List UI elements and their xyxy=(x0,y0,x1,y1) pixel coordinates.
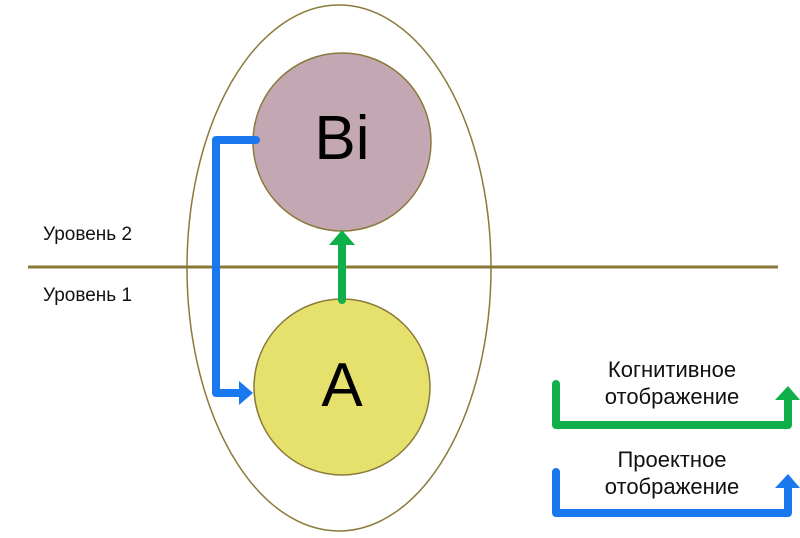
cognitive-arrowhead xyxy=(329,230,355,245)
legend-cognitive-line1: Когнитивное xyxy=(607,357,737,382)
legend-project-line1: Проектное xyxy=(617,447,727,472)
legend-project-line2: отображение xyxy=(604,474,740,499)
project-arrowhead xyxy=(239,381,253,405)
legend-cognitive-arrowhead xyxy=(775,386,800,400)
level-2-label: Уровень 2 xyxy=(43,224,133,245)
project-arrow xyxy=(212,136,260,397)
legend-cognitive-line xyxy=(552,380,792,429)
legend-cognitive-line2: отображение xyxy=(604,384,740,409)
legend-project-arrowhead xyxy=(775,474,800,488)
legend-project: Проектное отображение xyxy=(572,446,772,500)
legend-project-line xyxy=(552,468,792,517)
node-a-label: A xyxy=(321,351,363,420)
legend-cognitive: Когнитивное отображение xyxy=(572,356,772,410)
level-1-label: Уровень 1 xyxy=(43,285,133,306)
node-bi-label: Bi xyxy=(314,104,370,173)
